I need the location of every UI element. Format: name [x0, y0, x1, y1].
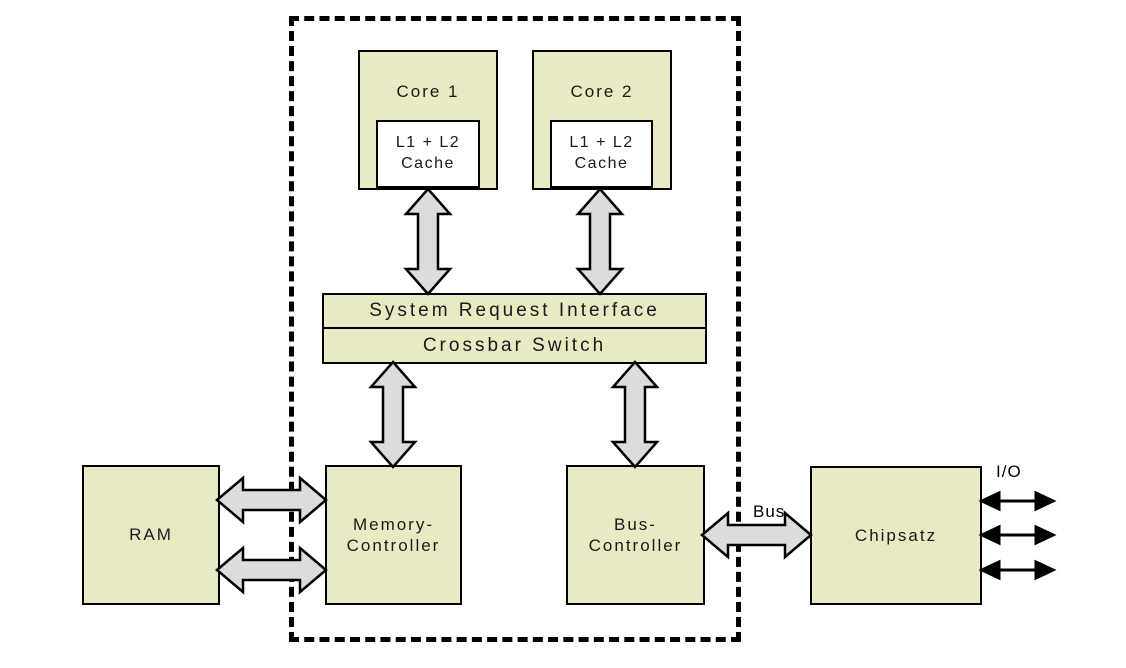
- memory-controller-block[interactable]: Memory- Controller: [325, 465, 462, 605]
- chipsatz-label: Chipsatz: [854, 525, 938, 545]
- system-request-interface-block[interactable]: System Request Interface: [322, 293, 707, 329]
- ram-label: RAM: [129, 525, 173, 545]
- bus-connection-label: Bus: [753, 502, 786, 521]
- chipsatz-block[interactable]: Chipsatz: [810, 466, 982, 605]
- io-arrow-3: [978, 559, 1057, 581]
- cpu-package-boundary: [289, 16, 741, 642]
- crossbar-switch-label: Crossbar Switch: [422, 334, 607, 356]
- system-request-interface-label: System Request Interface: [369, 300, 660, 321]
- memory-controller-label: Memory- Controller: [346, 514, 441, 555]
- core-1-label: Core 1: [396, 82, 460, 101]
- io-connection-label: I/O: [996, 462, 1022, 481]
- crossbar-switch-block[interactable]: Crossbar Switch: [322, 329, 707, 364]
- core-1-cache-block[interactable]: L1 + L2 Cache: [376, 120, 480, 188]
- core-2-label: Core 2: [570, 82, 634, 101]
- io-arrow-2: [978, 524, 1057, 546]
- ram-block[interactable]: RAM: [82, 465, 220, 605]
- core-1-cache-label: L1 + L2 Cache: [395, 134, 461, 172]
- core-2-cache-block[interactable]: L1 + L2 Cache: [550, 120, 653, 188]
- bus-controller-block[interactable]: Bus- Controller: [566, 465, 705, 605]
- io-arrow-1: [978, 490, 1057, 512]
- bus-controller-label: Bus- Controller: [588, 514, 683, 555]
- core-2-cache-label: L1 + L2 Cache: [569, 134, 634, 172]
